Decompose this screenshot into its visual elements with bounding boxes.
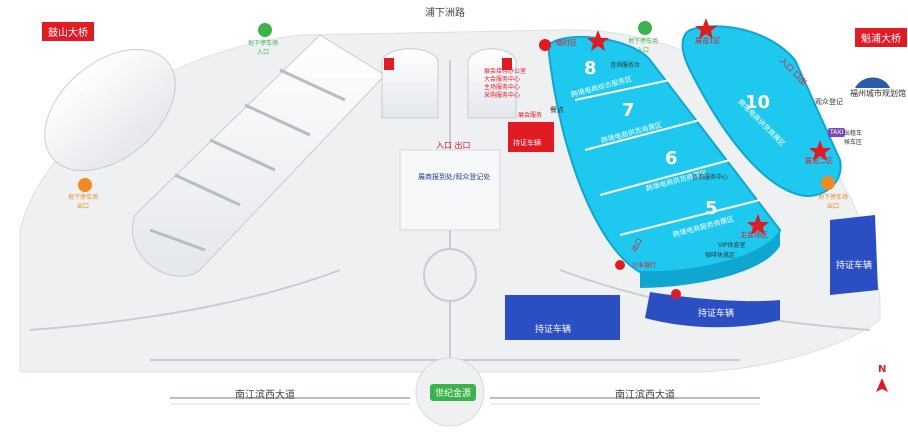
halls-5-8 — [546, 35, 782, 288]
zone-display2: 展览二区 — [805, 157, 833, 165]
parking-cert-3: 持证车辆 — [836, 261, 873, 271]
road-bottom-left: 南江滨西大道 — [235, 390, 295, 401]
entry-exit-center: 入口 出口 — [436, 141, 471, 150]
taxi-tag: TAXI — [828, 128, 846, 137]
service-vip: VIP休息室 — [718, 242, 746, 249]
service-lounge: 咖啡休息区 — [705, 252, 736, 259]
bridge-left: 鼓山大桥 — [42, 22, 94, 41]
planning-hall-icon — [855, 77, 890, 88]
service-center: 咨询服务中心 — [692, 174, 729, 181]
hall-8: 8 — [584, 58, 597, 79]
zone-food: 餐点 — [550, 106, 564, 114]
road-bottom-right: 南江滨西大道 — [615, 390, 675, 401]
road-top: 浦下洲路 — [425, 8, 465, 19]
hall-7: 7 — [622, 100, 635, 121]
zone-main: 主会场区 — [740, 231, 768, 239]
bridge-right: 魁浦大桥 — [855, 28, 907, 47]
hall-10 — [681, 25, 842, 197]
zone-reg: 展商报到处/观众登记处 — [418, 173, 491, 181]
info-line-1: 展会接待办公室 — [484, 68, 527, 75]
hall-10: 10 — [745, 92, 771, 113]
parking-cert-2: 持证车辆 — [698, 309, 735, 319]
parking-entry-left: 地下停车场 入口 — [248, 40, 279, 56]
info-block: 展会接待办公室 大会服务中心 主场服务中心 采购服务中心 — [484, 68, 526, 100]
planning-hall: 福州城市规划馆 — [850, 89, 906, 98]
parking-blocks — [505, 122, 878, 340]
taxi-area: 出租车 候车区 — [844, 130, 863, 146]
zone-temp: 临时区 — [556, 39, 577, 47]
info-note: 展会服务 — [518, 112, 543, 119]
parking-cert-1: 持证车辆 — [535, 325, 572, 335]
service-desk: 咨询服务台 — [610, 62, 641, 69]
hall-5: 5 — [705, 198, 718, 219]
hall-6: 6 — [665, 148, 678, 169]
parking-cert-red: 持证车辆 — [513, 139, 541, 147]
parking-exit-left: 地下停车场 出口 — [68, 194, 99, 210]
info-line-2: 大会服务中心 — [484, 76, 521, 83]
info-line-4: 采购服务中心 — [484, 92, 521, 99]
north-label: N — [878, 364, 887, 375]
info-line-3: 主场服务中心 — [484, 84, 521, 91]
map-pins — [78, 21, 835, 299]
service-bank: 兴业银行 — [632, 262, 657, 269]
parking-entry-right: 地下停车场 入口 — [628, 38, 659, 54]
west-halls — [44, 34, 386, 277]
parking-exit-right: 地下停车场 出口 — [818, 194, 849, 210]
north-arrow-icon — [876, 378, 888, 392]
center-pavilions — [381, 48, 517, 231]
landmark-center: 世纪金源 — [430, 384, 477, 401]
zone-visitor-reg: 观众登记 — [815, 98, 843, 106]
bottom-road — [170, 397, 760, 405]
star-markers — [587, 18, 831, 235]
zone-display1: 展览1区 — [695, 37, 721, 45]
